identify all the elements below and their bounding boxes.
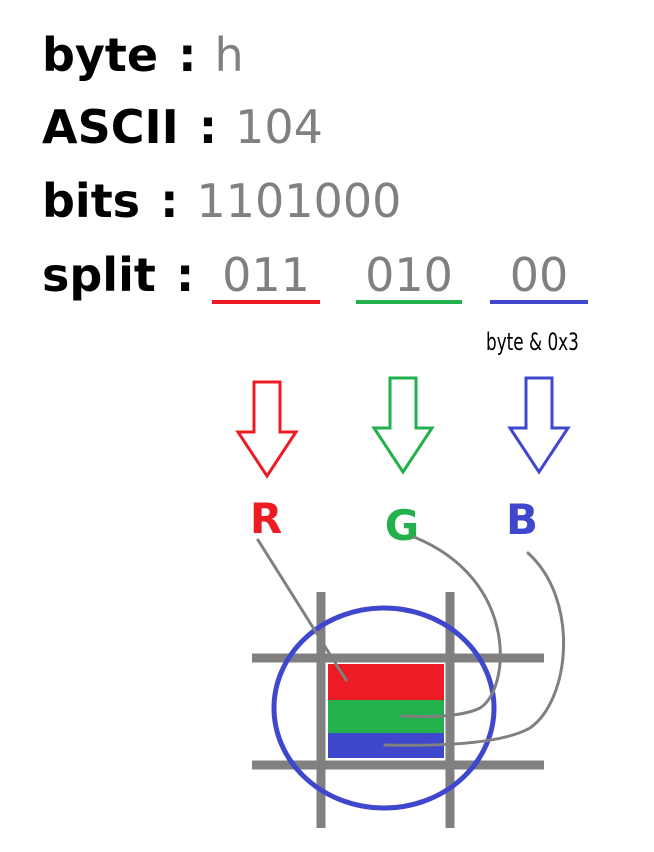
split-part-green: 010: [365, 248, 453, 302]
b-connector: [383, 551, 566, 747]
green-down-arrow-icon: [371, 376, 435, 475]
byte-row: byte:h: [42, 32, 244, 78]
g-connector: [400, 535, 502, 719]
connector-curves: [256, 535, 566, 747]
ascii-value: 104: [235, 100, 323, 154]
byte-separator: :: [178, 28, 197, 82]
red-underline: [212, 300, 320, 304]
red-down-arrow-icon: [235, 380, 299, 479]
byte-value: h: [214, 28, 244, 82]
blue-note: byte & 0x3: [486, 328, 579, 356]
pixel-red-stripe: [328, 664, 444, 700]
green-underline: [356, 300, 462, 304]
blue-underline: [490, 300, 588, 304]
ascii-separator: :: [198, 100, 218, 154]
split-separator: :: [175, 248, 195, 302]
pixel-grid: [252, 592, 544, 828]
split-part-red: 011: [222, 248, 310, 302]
r-connector: [256, 538, 348, 682]
bits-separator: :: [160, 174, 179, 228]
pixel-highlight-circle: [271, 605, 497, 811]
ascii-label: ASCII: [42, 100, 179, 154]
byte-label: byte: [42, 28, 159, 82]
bits-value: 1101000: [196, 174, 402, 228]
bits-row: bits:1101000: [42, 178, 401, 224]
blue-down-arrow-icon: [507, 376, 571, 475]
ascii-row: ASCII:104: [42, 104, 323, 150]
bits-label: bits: [42, 174, 141, 228]
channel-letter-b: B: [506, 495, 538, 544]
channel-letter-g: G: [385, 501, 419, 550]
split-part-blue: 00: [509, 248, 569, 302]
channel-letter-r: R: [250, 494, 282, 543]
split-label: split: [42, 248, 156, 302]
split-row: split:: [42, 252, 212, 298]
